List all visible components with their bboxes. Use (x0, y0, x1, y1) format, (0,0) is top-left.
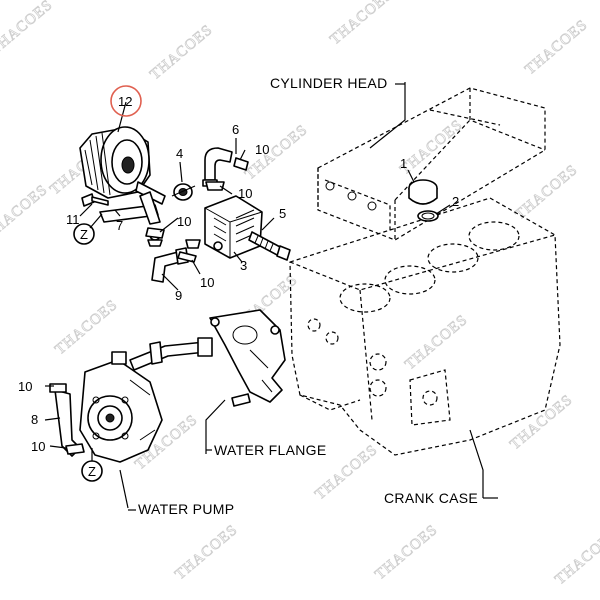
pump-hose (49, 383, 85, 457)
crank-case (289, 197, 561, 456)
watermark: THACOES (0, 182, 51, 243)
water-pump (79, 351, 163, 463)
watermark: THACOES (52, 297, 121, 358)
label-water-flange: WATER FLANGE (214, 442, 327, 458)
label-cylinder-head: CYLINDER HEAD (270, 75, 387, 91)
watermark: THACOES (242, 122, 311, 183)
oil-cooler-pipe (99, 181, 166, 247)
part-number: 4 (176, 146, 183, 161)
bolt (81, 193, 109, 207)
part-number: 6 (232, 122, 239, 137)
hose-elbow-lower (151, 247, 189, 283)
part-numbers: 1 2 3 4 5 6 7 8 9 10 10 10 10 10 10 11 1… (18, 94, 459, 479)
watermark: THACOES (172, 522, 241, 583)
seal-ring (173, 183, 193, 201)
z-markers (73, 213, 103, 482)
watermark: THACOES (522, 17, 591, 78)
part-number: 10 (255, 142, 269, 157)
hose-elbow-upper (202, 147, 233, 187)
part-number: 10 (200, 275, 214, 290)
watermark: THACOES (507, 392, 576, 453)
cylinder-head (317, 87, 546, 241)
part-number: 1 (400, 156, 407, 171)
part-number: 10 (238, 186, 252, 201)
part-number: 3 (240, 258, 247, 273)
threaded-fitting (248, 231, 291, 261)
label-crank-case: CRANK CASE (384, 490, 478, 506)
part-number: 8 (31, 412, 38, 427)
hose-clamps (145, 157, 249, 263)
watermark: THACOES (402, 312, 471, 373)
part-number: 2 (452, 194, 459, 209)
part-number: 10 (177, 214, 191, 229)
water-flange (209, 309, 286, 407)
part-number: 10 (18, 379, 32, 394)
watermark: THACOES (0, 0, 56, 58)
part-number: Z (88, 464, 96, 479)
watermark: THACOES (397, 117, 466, 178)
highlight-circle (110, 85, 142, 117)
watermark: THACOES (372, 522, 441, 583)
watermark: THACOES (552, 527, 600, 588)
part-number: 7 (116, 218, 123, 233)
thermostat-cover (408, 179, 439, 222)
watermark: THACOES (327, 0, 396, 48)
part-number: 12 (118, 94, 132, 109)
bypass-pipe (129, 337, 213, 371)
leader-lines (44, 82, 484, 509)
watermark: THACOES (147, 22, 216, 83)
part-number: Z (80, 227, 88, 242)
watermark: THACOES (512, 162, 581, 223)
part-number: 10 (31, 439, 45, 454)
part-number: 11 (66, 212, 80, 227)
assembly-labels: CYLINDER HEAD WATER FLANGE CRANK CASE WA… (128, 75, 498, 517)
part-number: 5 (279, 206, 286, 221)
part-number: 9 (175, 288, 182, 303)
oil-cooler-housing (204, 195, 263, 259)
oil-filter (79, 126, 151, 199)
label-water-pump: WATER PUMP (138, 501, 234, 517)
